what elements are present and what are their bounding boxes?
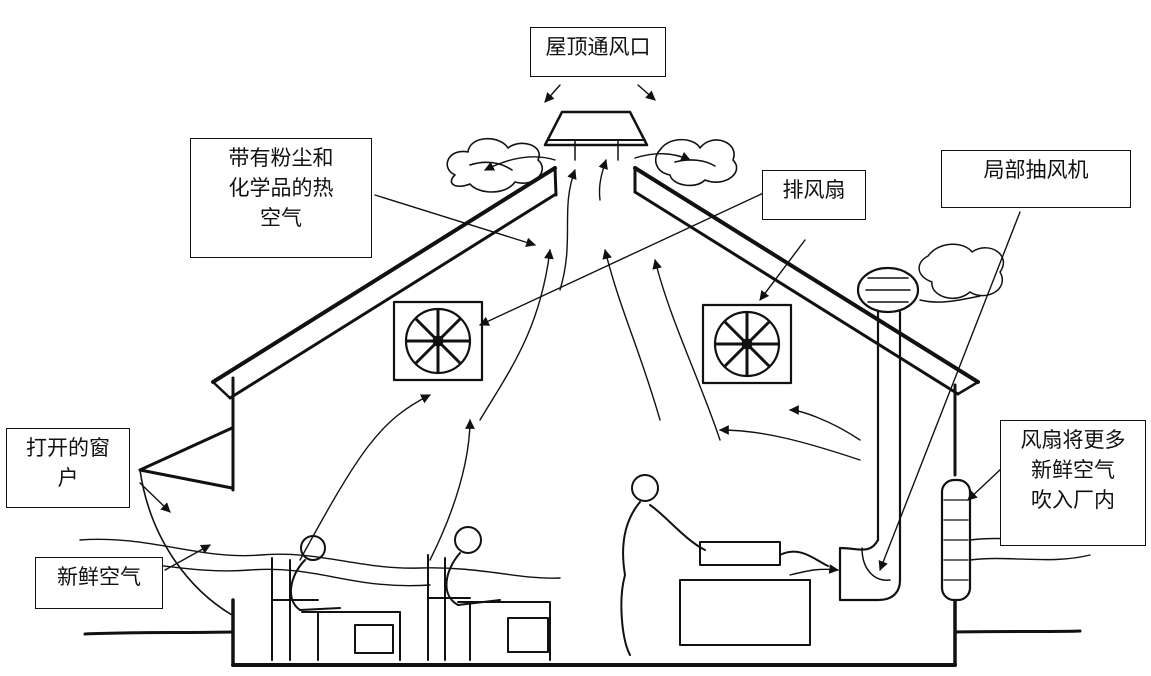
- hot-air-line-3: 空气: [260, 206, 302, 230]
- exhaust-fan-label: 排风扇: [762, 170, 866, 220]
- worker-table-left: [271, 535, 401, 661]
- hot-air-label: 带有粉尘和 化学品的热 空气: [190, 138, 372, 258]
- local-exhaust-label: 局部抽风机: [941, 150, 1131, 208]
- ground-line: [83, 629, 1082, 636]
- worker-table-middle: [427, 526, 551, 661]
- air-flow-lines: [79, 151, 1091, 587]
- building: [211, 166, 980, 667]
- open-window-line-1: 打开的窗: [26, 436, 110, 460]
- workbench: [679, 541, 829, 646]
- exhaust-fan-left: [392, 300, 484, 382]
- fresh-air-label: 新鲜空气: [35, 557, 163, 609]
- open-window-line-2: 户: [57, 466, 79, 490]
- local-exhaust-duct: [838, 266, 920, 602]
- fan-blows-line-3: 吹入厂内: [1031, 488, 1115, 512]
- smoke-cloud-chimney: [918, 243, 1005, 303]
- fan-blows-label: 风扇将更多 新鲜空气 吹入厂内: [1000, 420, 1146, 546]
- open-window: [138, 426, 234, 616]
- roof-vent-text: 屋顶通风口: [545, 35, 651, 59]
- hot-air-line-1: 带有粉尘和: [228, 146, 334, 170]
- hot-air-line-2: 化学品的热: [228, 176, 334, 200]
- fresh-air-text: 新鲜空气: [57, 565, 141, 589]
- open-window-label: 打开的窗 户: [6, 428, 130, 508]
- exhaust-fan-right: [701, 303, 793, 385]
- exhaust-fan-text: 排风扇: [782, 178, 846, 202]
- worker-standing: [620, 474, 706, 656]
- smoke-cloud-right: [654, 138, 738, 187]
- local-exhaust-text: 局部抽风机: [983, 158, 1089, 182]
- roof-vent-label: 屋顶通风口: [530, 27, 666, 77]
- fan-blows-line-1: 风扇将更多: [1020, 428, 1126, 452]
- wall-fan-cylinder: [940, 478, 972, 602]
- label-arrows: [139, 84, 1021, 571]
- fan-blows-line-2: 新鲜空气: [1031, 458, 1115, 482]
- roof-vent: [543, 110, 649, 161]
